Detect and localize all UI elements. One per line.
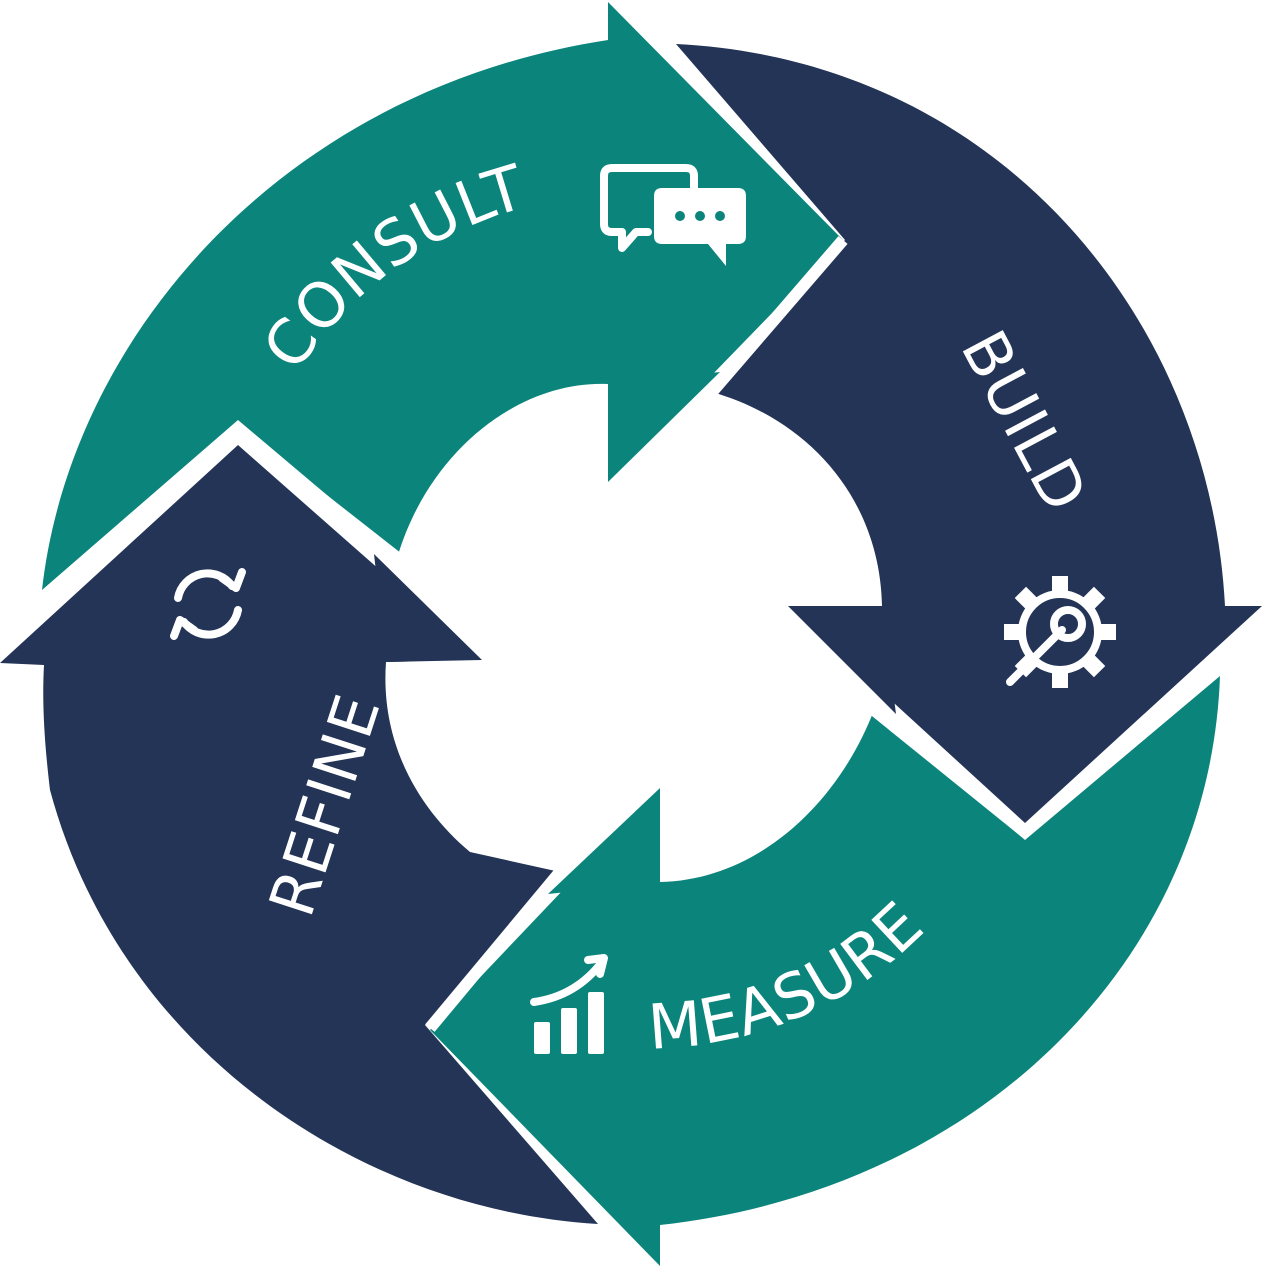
chat-bubbles-icon (600, 164, 746, 266)
center-hub (406, 403, 866, 863)
refine-arrow-tip-inner (374, 554, 482, 662)
build-arrow-tip-inner (788, 606, 896, 714)
measure-arrow-tip-inner (548, 788, 660, 894)
segment-dividers (234, 236, 1029, 1032)
consult-arrow-tip-inner (608, 372, 720, 482)
growth-bar-chart-icon (530, 954, 608, 1054)
refresh-arrows-icon (170, 568, 246, 640)
gear-wrench-icon (1004, 576, 1116, 688)
